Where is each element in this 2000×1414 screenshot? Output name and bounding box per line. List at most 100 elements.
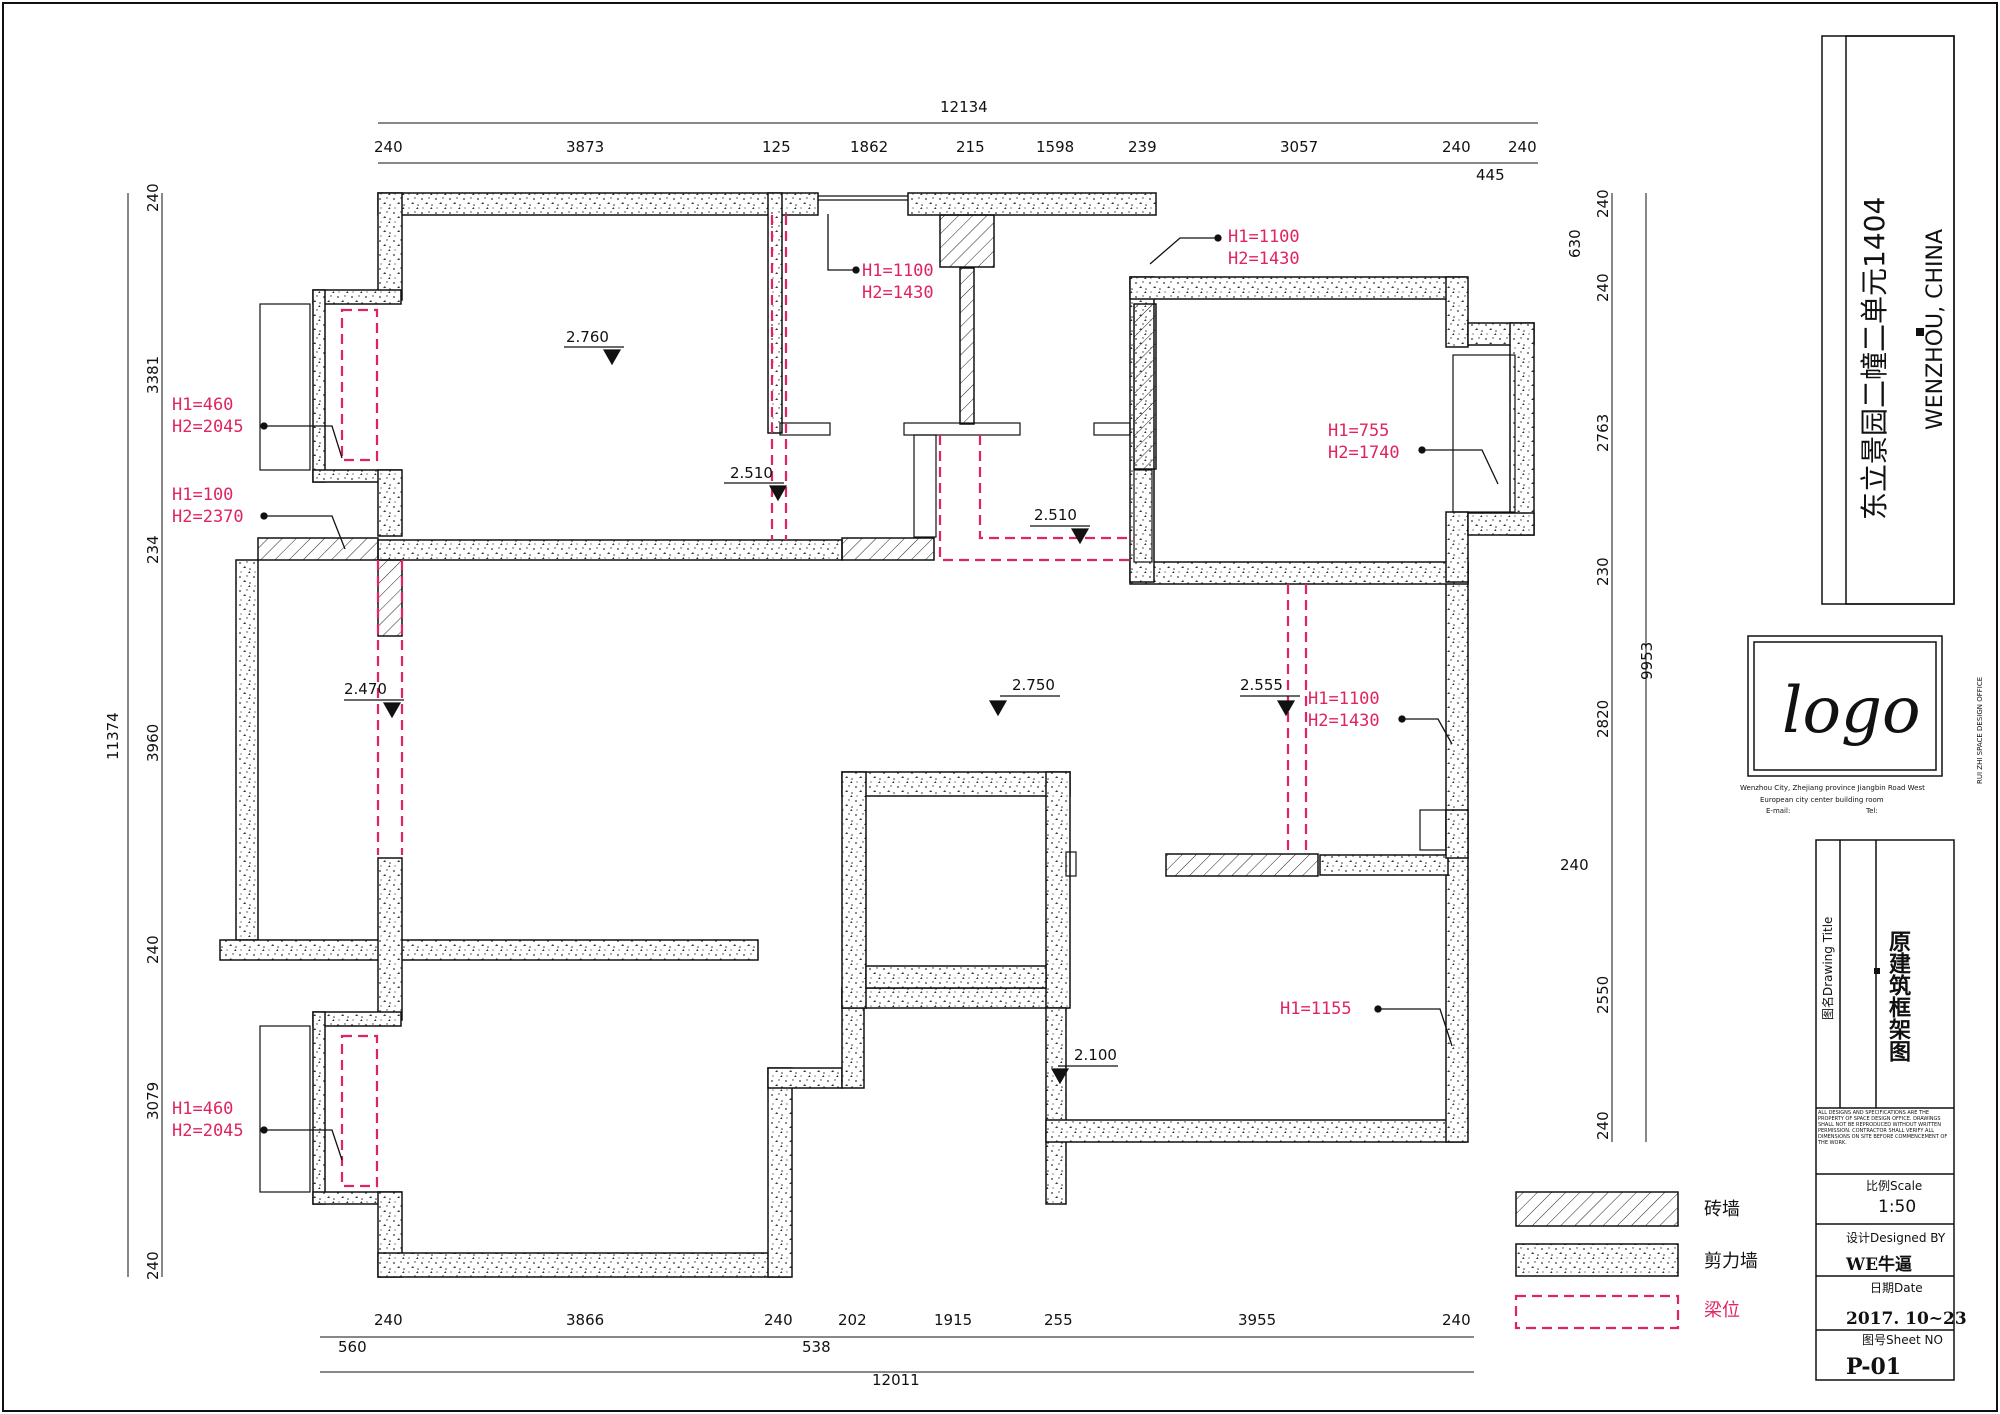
address-line-1: Wenzhou City, Zhejiang province Jiangbin… [1740,784,1925,792]
note-1a: H1=1100 [862,261,934,281]
level-1: 2.510 [730,464,773,482]
note-4b: H2=2370 [172,507,244,527]
address-line-2: European city center building room [1760,796,1884,804]
note-5a: H1=755 [1328,421,1389,441]
dim-right-2: 240 [1594,273,1612,302]
company-name: RUI ZHI SPACE DESIGN OFFICE [1976,677,1984,784]
brick-walls [257,214,1319,877]
dim-left-2: 234 [144,535,162,564]
legend-beam-label: 梁位 [1704,1300,1740,1321]
project-city: WENZHOU, CHINA [1923,229,1948,430]
note-1b: H2=1430 [862,283,934,303]
dim-right-0: 240 [1594,189,1612,218]
designed-label: 设计Designed BY [1846,1231,1946,1245]
dim-left-0: 240 [144,183,162,212]
level-4: 2.750 [1012,676,1055,694]
dim-top-8: 240 [1442,138,1471,156]
tel-label: Tel: [1865,807,1878,815]
openings [259,195,1516,1193]
legend-brick-swatch [1515,1191,1679,1227]
dim-right-4: 230 [1594,557,1612,586]
dim-bottom-4: 1915 [934,1311,972,1329]
date-value: 2017. 10~23 [1846,1309,1967,1329]
note-3b: H2=2045 [172,417,244,437]
legend-beam-swatch [1514,1294,1680,1330]
designed-value: WE牛逼 [1845,1254,1912,1275]
title-bullet-icon [1916,328,1924,336]
beam-lines [340,215,1308,1188]
dim-bottom-extra2: 538 [802,1338,831,1356]
dim-right-7: 2550 [1594,976,1612,1014]
drawing-title: 原建筑框架图 [1885,930,1911,1062]
dim-top-5: 1598 [1036,138,1074,156]
title-block-frames [1747,35,1955,1381]
note-5b: H2=1740 [1328,443,1400,463]
legend-shear-swatch [1515,1243,1679,1277]
dim-left-3: 3960 [144,724,162,762]
dim-right-3: 2763 [1594,414,1612,452]
note-2b: H2=1430 [1228,249,1300,269]
project-title: 东立景园二幢二单元1404 [1858,197,1891,520]
dim-right-5: 2820 [1594,700,1612,738]
note-8: H1=1155 [1280,999,1352,1019]
dim-bottom-total: 12011 [872,1371,920,1389]
logo: logo [1782,674,1921,748]
dim-left-5: 3079 [144,1082,162,1120]
note-leaders [260,214,1499,1161]
note-3a: H1=460 [172,395,233,415]
dim-top-4: 215 [956,138,985,156]
dim-bottom-0: 240 [374,1311,403,1329]
dim-top-9: 240 [1508,138,1537,156]
note-2a: H1=1100 [1228,227,1300,247]
dim-right-total: 9953 [1638,642,1656,680]
level-0: 2.760 [566,328,609,346]
dim-bottom-1: 3866 [566,1311,604,1329]
scale-value: 1:50 [1878,1197,1916,1217]
dim-left-total: 11374 [104,712,122,760]
level-3: 2.470 [344,680,387,698]
dim-right-8: 240 [1594,1111,1612,1140]
level-markers [344,346,1300,1085]
date-label: 日期Date [1870,1281,1923,1295]
dim-top-0: 240 [374,138,403,156]
dim-right-1: 630 [1566,229,1584,258]
dim-bottom-6: 3955 [1238,1311,1276,1329]
dim-left-6: 240 [144,1251,162,1280]
dim-top-6: 239 [1128,138,1157,156]
note-6a: H1=1100 [1308,689,1380,709]
dim-top-2: 125 [762,138,791,156]
dim-bottom-5: 255 [1044,1311,1073,1329]
dim-top-3: 1862 [850,138,888,156]
dim-top-extra: 445 [1476,166,1505,184]
note-7a: H1=460 [172,1099,233,1119]
dim-left-1: 3381 [144,356,162,394]
dim-right-6: 240 [1560,856,1589,874]
dim-top-7: 3057 [1280,138,1318,156]
email-label: E-mail: [1766,807,1790,815]
dim-bottom-extra1: 560 [338,1338,367,1356]
drawing-title-label: 图名Drawing Title [1820,917,1835,1020]
legend-swatches [1514,1191,1680,1330]
disclaimer: ALL DESIGNS AND SPECIFICATIONS ARE THE P… [1818,1110,1948,1146]
note-7b: H2=2045 [172,1121,244,1141]
dim-top-1: 3873 [566,138,604,156]
level-2: 2.510 [1034,506,1077,524]
shear-walls [219,192,1535,1278]
note-6b: H2=1430 [1308,711,1380,731]
dimension-lines [127,122,1647,1373]
dim-bottom-3: 202 [838,1311,867,1329]
note-4a: H1=100 [172,485,233,505]
sheet-value: P-01 [1846,1354,1901,1380]
dim-bottom-2: 240 [764,1311,793,1329]
level-6: 2.100 [1074,1046,1117,1064]
level-5: 2.555 [1240,676,1283,694]
legend-shear-label: 剪力墙 [1704,1251,1758,1272]
legend-brick-label: 砖墙 [1704,1199,1740,1220]
scale-label: 比例Scale [1866,1179,1922,1193]
sheet-label: 图号Sheet NO [1862,1333,1943,1347]
drawing-title-bullet-icon [1874,968,1880,974]
dim-left-4: 240 [144,935,162,964]
